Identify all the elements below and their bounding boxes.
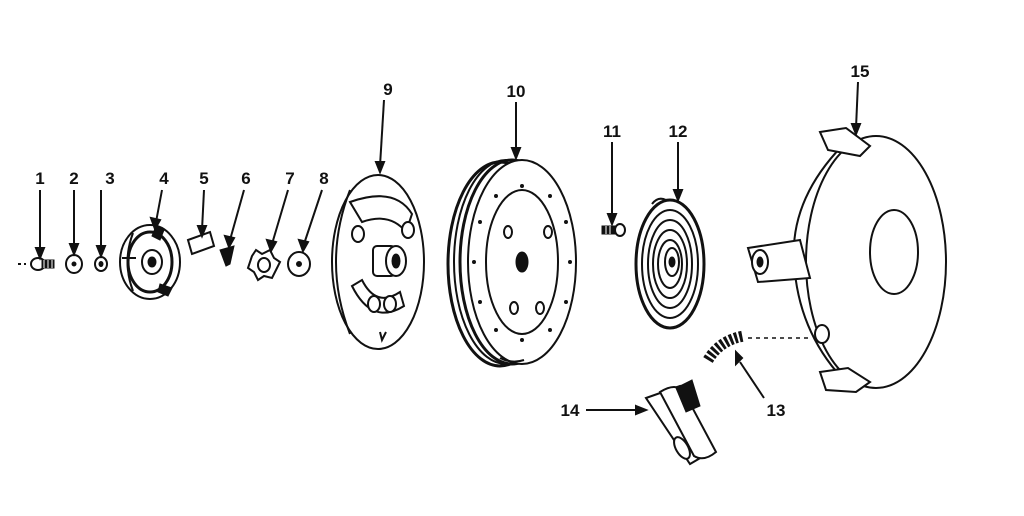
leader-lines — [34, 81, 862, 416]
callout-labels: 1 2 3 4 5 6 7 8 9 10 11 12 13 14 15 — [35, 62, 869, 420]
callout-3: 3 — [105, 169, 114, 188]
part-7-brake — [246, 248, 282, 282]
part-12-recoil-spring — [634, 197, 706, 330]
part-11-screw — [601, 223, 626, 237]
part-10-rope-pulley — [446, 158, 577, 368]
callout-8: 8 — [319, 169, 328, 188]
callout-7: 7 — [285, 169, 294, 188]
callout-9: 9 — [383, 80, 392, 99]
callout-2: 2 — [69, 169, 78, 188]
part-8-washer — [287, 251, 311, 277]
callout-1: 1 — [35, 169, 44, 188]
part-13-rope — [703, 330, 812, 364]
callout-12: 12 — [669, 122, 688, 141]
part-9-pulley-plate — [331, 174, 425, 350]
part-14-handle — [644, 379, 718, 466]
part-1-screw — [18, 257, 55, 271]
callout-15: 15 — [851, 62, 870, 81]
callout-6: 6 — [241, 169, 250, 188]
callout-4: 4 — [159, 169, 169, 188]
part-2-washer — [65, 254, 83, 274]
callout-14: 14 — [561, 401, 580, 420]
part-4-pawl-retainer — [119, 224, 181, 300]
callout-10: 10 — [507, 82, 526, 101]
part-3-washer — [94, 256, 108, 272]
part-6-spring — [219, 245, 235, 267]
callout-11: 11 — [603, 122, 621, 141]
callout-13: 13 — [767, 401, 786, 420]
callout-5: 5 — [199, 169, 208, 188]
part-15-starter-housing — [746, 126, 947, 394]
